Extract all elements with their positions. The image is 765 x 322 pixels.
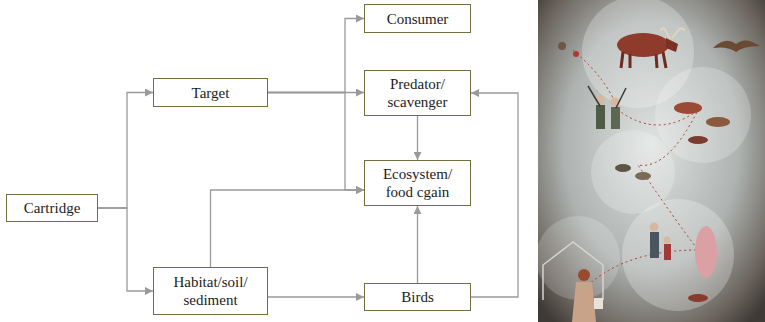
shopper-figure — [572, 269, 603, 322]
person-head — [650, 223, 659, 232]
flow-arrow — [268, 93, 364, 191]
flow-arrow — [98, 208, 153, 291]
moose-body — [617, 33, 669, 57]
process-box: Target — [153, 78, 268, 107]
flow-arrow — [268, 19, 364, 93]
shopper-body — [572, 282, 596, 322]
hunter-body — [611, 107, 620, 129]
small-bird — [558, 42, 566, 50]
box-label: Consumer — [387, 10, 449, 28]
shopping-bag — [594, 298, 603, 309]
carcass-figure — [688, 136, 708, 144]
scene-bubble — [622, 199, 734, 311]
hunter-body — [596, 105, 605, 129]
house-outline — [543, 242, 603, 300]
scavenger-figures — [674, 102, 730, 144]
process-box: Cartridge — [6, 194, 98, 222]
trail-line — [573, 50, 698, 285]
shopper-head — [578, 269, 590, 281]
person-body — [650, 232, 659, 258]
child-body — [664, 244, 671, 260]
flow-arrow — [268, 296, 364, 297]
carcass-figure — [688, 294, 708, 302]
fox-figure — [674, 102, 702, 114]
eagle-figure — [713, 40, 760, 52]
box-label: Habitat/soil/ sediment — [160, 273, 261, 309]
flow-arrow — [417, 206, 418, 283]
moose-antler — [660, 28, 685, 38]
hanging-carcass — [695, 226, 717, 278]
box-label: Cartridge — [24, 199, 81, 217]
box-label: Predator/ scavenger — [371, 75, 464, 111]
illustration — [538, 0, 765, 322]
box-label: Target — [192, 84, 230, 102]
small-bird — [573, 51, 579, 57]
flow-arrow — [98, 93, 153, 209]
moose-head — [666, 38, 678, 52]
process-box: Habitat/soil/ sediment — [153, 267, 268, 315]
family-figures — [650, 223, 672, 261]
child-head — [664, 237, 671, 244]
flow-arrow — [471, 93, 518, 297]
scene-bubble — [655, 67, 751, 163]
flow-arrow — [417, 116, 418, 160]
process-box: Birds — [364, 283, 471, 311]
duck-figure — [635, 172, 651, 180]
fox-figure — [706, 117, 730, 127]
box-label: Ecosystem/ food cgain — [371, 165, 464, 201]
duck-figures — [615, 164, 651, 180]
flow-arrow — [211, 190, 365, 267]
process-box: Consumer — [364, 4, 471, 33]
duck-figure — [615, 164, 631, 172]
hunter-figures — [588, 86, 626, 129]
box-label: Birds — [401, 288, 434, 306]
process-box: Predator/ scavenger — [364, 70, 471, 116]
process-box: Ecosystem/ food cgain — [364, 160, 471, 206]
moose-legs — [621, 52, 666, 68]
moose-figure — [617, 28, 685, 68]
rifle — [588, 86, 626, 108]
